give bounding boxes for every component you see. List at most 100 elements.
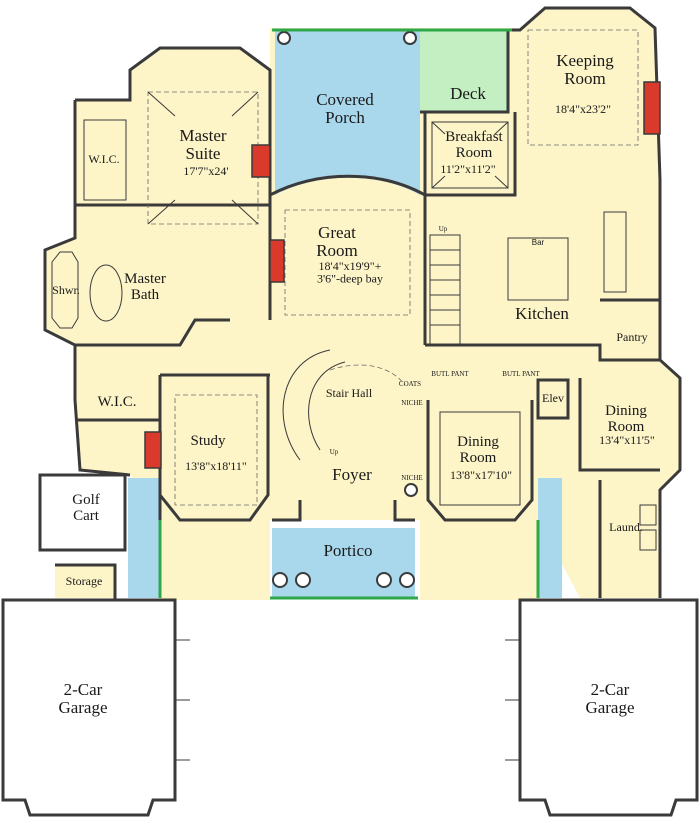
label-line: Garage <box>58 698 107 717</box>
details <box>51 29 657 761</box>
butl-pant-label-2: BUTL PANT <box>502 370 540 378</box>
portico-name: Portico <box>323 541 372 560</box>
breakfast-room-dims: 11'2"x11'2" <box>440 162 495 176</box>
up-label-top: Up <box>439 225 448 233</box>
great-room-tray <box>284 209 411 316</box>
straight-stair <box>429 234 461 346</box>
keeping-room-dims: 18'4"x23'2" <box>555 102 611 116</box>
dining-room-right-dims: 13'4"x11'5" <box>599 433 655 447</box>
great-room-bay <box>269 174 426 197</box>
wall-study-right <box>158 375 270 522</box>
wall-breakfast <box>423 112 517 197</box>
storage-floor <box>55 565 115 598</box>
deck-floor <box>420 30 508 112</box>
garage-right-door-marks <box>505 639 520 761</box>
wall-foyer-left <box>272 500 302 522</box>
label-line: Foyer <box>332 465 372 484</box>
label-line: Dining <box>605 403 647 419</box>
label-line: Laund. <box>609 520 643 534</box>
label-line: Garage <box>585 698 634 717</box>
kitchen-counter-right <box>603 211 627 293</box>
portico-column <box>295 572 311 588</box>
label-line: Cart <box>73 508 100 524</box>
bar-label: Bar <box>532 238 545 247</box>
laundry-dryer <box>639 529 657 551</box>
label-line: Portico <box>323 541 372 560</box>
garage-left-floor <box>3 600 175 815</box>
master-suite-tray-diag <box>147 91 259 225</box>
outer-wall-top-right <box>508 6 682 598</box>
stair-hall-name: Stair Hall <box>326 386 373 400</box>
house-floor-area <box>45 8 680 600</box>
master-tub <box>89 264 123 322</box>
fireplace-keeping-room <box>643 81 661 135</box>
label-line: 11'2"x11'2" <box>440 162 495 176</box>
wall-dining-center <box>426 400 534 522</box>
label-line: W.I.C. <box>97 394 136 410</box>
label-line: Bath <box>131 287 160 303</box>
portico-column <box>272 572 288 588</box>
label-line: 13'8"x17'10" <box>450 468 512 482</box>
portico-floor <box>272 528 415 598</box>
kitchen-name: Kitchen <box>515 304 569 323</box>
label-line: 18'4"x19'9"+ <box>319 259 382 273</box>
deck-name: Deck <box>450 84 486 103</box>
garage-right-floor <box>520 600 697 815</box>
portico-column <box>376 572 392 588</box>
niche-label-2: NICHE <box>401 474 422 482</box>
label-line: Deck <box>450 84 486 103</box>
label-line: 13'8"x18'11" <box>185 459 247 473</box>
laundry-washer <box>639 504 657 526</box>
keeping-room-tray <box>527 29 639 146</box>
master-suite-dims: 17'7"x24' <box>183 164 228 178</box>
up-label-stair: Up <box>330 448 339 456</box>
shower-outline <box>51 251 79 329</box>
fireplace-master-suite <box>251 144 271 178</box>
label-line: BUTL PANT <box>431 370 469 378</box>
label-line: Pantry <box>616 330 647 344</box>
porch-column <box>403 31 417 45</box>
label-line: Room <box>456 145 493 161</box>
walls <box>1 6 699 817</box>
shower-name: Shwr. <box>52 283 80 297</box>
columns <box>272 31 418 588</box>
label-line: Kitchen <box>515 304 569 323</box>
side-porch-left <box>128 478 160 598</box>
wall-golf-cart <box>38 473 127 552</box>
label-line: Up <box>439 225 448 233</box>
wic-top-name: W.I.C. <box>88 152 119 166</box>
label-line: 2-Car <box>64 680 103 699</box>
garage-right-wall <box>518 598 699 817</box>
butl-pant-label-1: BUTL PANT <box>431 370 469 378</box>
foyer-name: Foyer <box>332 465 372 484</box>
foyer-column <box>404 483 418 497</box>
label-line: 3'6"-deep bay <box>317 272 383 286</box>
study-name: Study <box>190 433 226 449</box>
label-line: Covered <box>316 90 374 109</box>
coats-label: COATS <box>399 380 421 388</box>
label-line: Keeping <box>556 51 614 70</box>
label-line: Suite <box>186 144 221 163</box>
label-line: NICHE <box>401 474 422 482</box>
label-line: W.I.C. <box>88 152 119 166</box>
floor-fills <box>3 8 697 815</box>
label-line: Room <box>608 419 645 435</box>
curved-stair <box>282 349 346 461</box>
stair-hall-arc <box>329 364 406 386</box>
porch-column <box>277 31 291 45</box>
dining-room-center-dims: 13'8"x17'10" <box>450 468 512 482</box>
label-line: Porch <box>325 108 365 127</box>
study-dims: 13'8"x18'11" <box>185 459 247 473</box>
label-line: Dining <box>457 434 499 450</box>
